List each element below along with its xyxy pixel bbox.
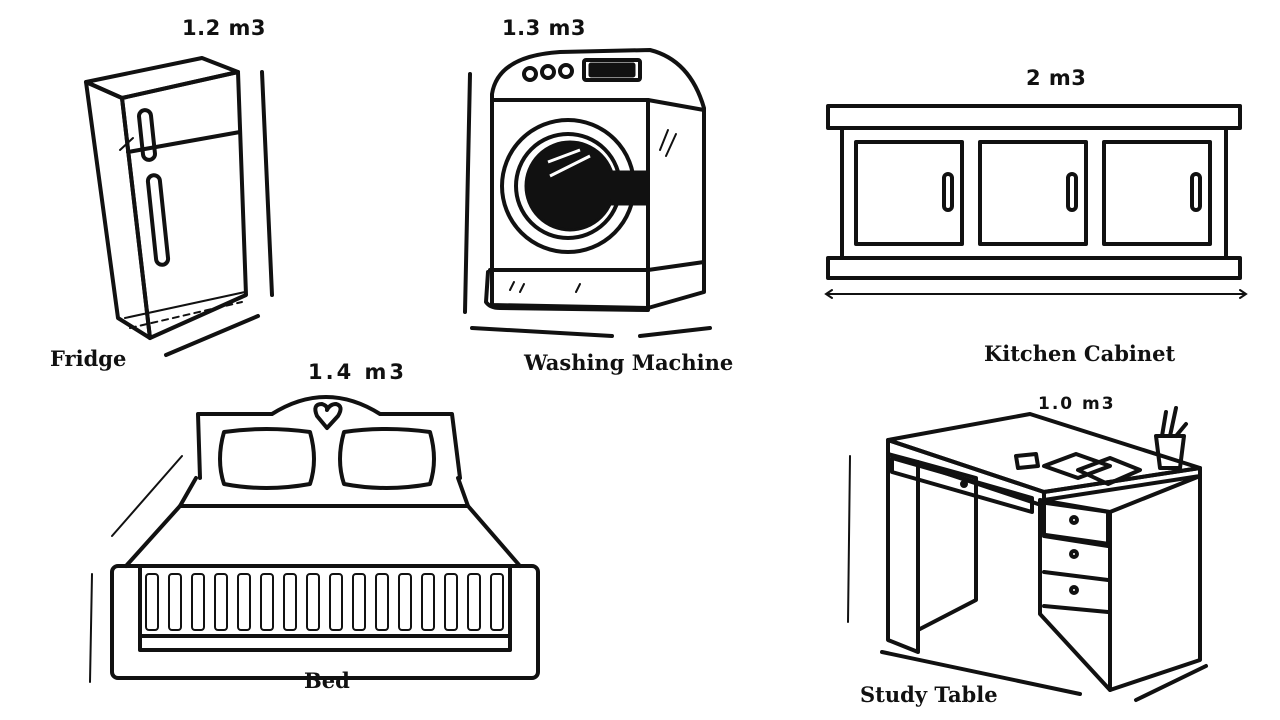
kitchen-cabinet-illustration (824, 104, 1248, 299)
washing-machine-name-label: Washing Machine (524, 350, 734, 375)
study-table-illustration (847, 406, 1208, 702)
fridge-illustration (84, 56, 274, 357)
fridge-name-label: Fridge (50, 346, 127, 371)
washing-machine-illustration (463, 48, 712, 338)
bed-illustration (89, 395, 540, 683)
kitchen-cabinet-name-label: Kitchen Cabinet (984, 341, 1176, 366)
study-table-name-label: Study Table (860, 682, 998, 707)
washing-machine-volume-label: 1.3 m3 (502, 16, 587, 40)
kitchen-cabinet-volume-label: 2 m3 (1026, 66, 1087, 90)
bed-name-label: Bed (304, 668, 350, 693)
fridge-volume-label: 1.2 m3 (182, 16, 267, 40)
bed-volume-label: 1.4 m3 (308, 360, 408, 384)
study-table-volume-label: 1.0 m3 (1038, 394, 1116, 414)
